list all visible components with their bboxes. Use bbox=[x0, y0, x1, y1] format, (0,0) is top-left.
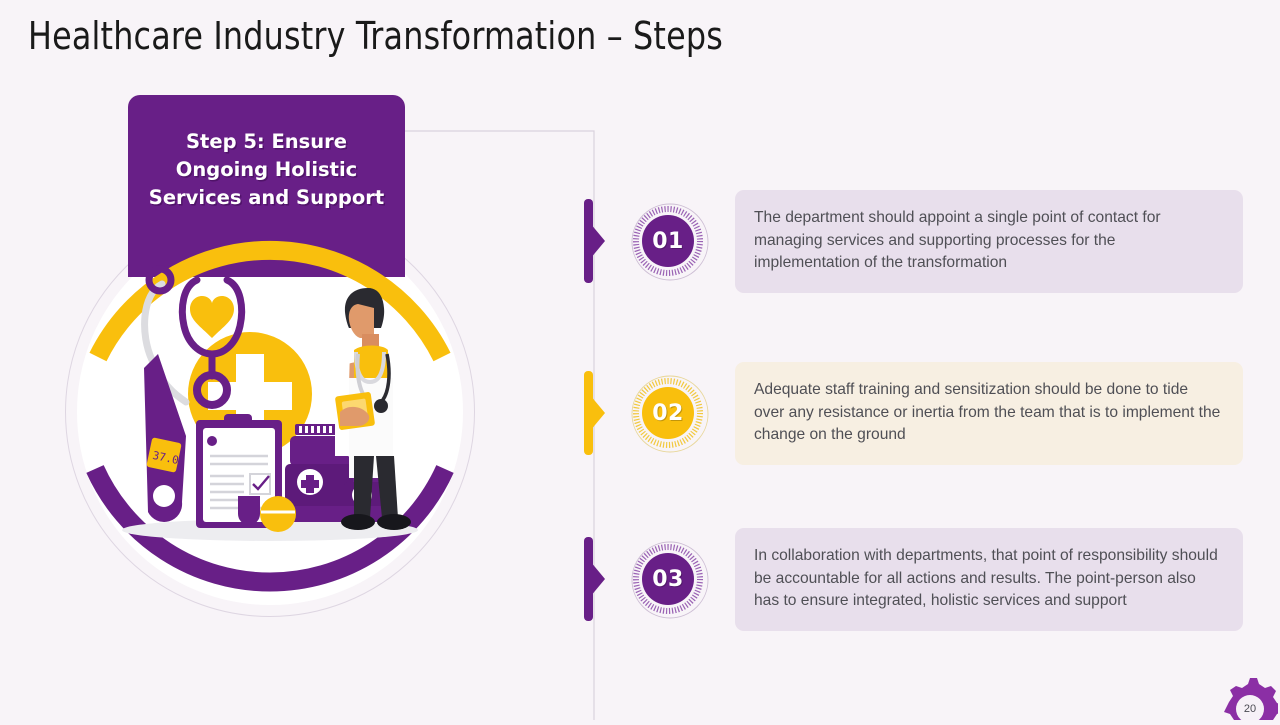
thermometer-icon: 37.0 bbox=[144, 354, 186, 522]
illustration-panel: Step 5: Ensure Ongoing Holistic Services… bbox=[60, 90, 480, 670]
step-marker-02 bbox=[583, 369, 605, 457]
heart-icon bbox=[190, 296, 234, 338]
step-text-card: The department should appoint a single p… bbox=[735, 190, 1243, 293]
step-marker-03 bbox=[583, 535, 605, 623]
healthcare-illustration: 37.0 bbox=[122, 265, 418, 541]
step-badge-01[interactable]: 01 bbox=[627, 200, 709, 282]
step-text-card: Adequate staff training and sensitizatio… bbox=[735, 362, 1243, 465]
step-header-label: Step 5: Ensure Ongoing Holistic Services… bbox=[148, 130, 385, 209]
step-row-02[interactable]: 02 Adequate staff training and sensitiza… bbox=[583, 362, 1243, 465]
gear-icon bbox=[1224, 678, 1280, 725]
step-badge-02[interactable]: 02 bbox=[627, 372, 709, 454]
step-marker-01 bbox=[583, 197, 605, 285]
step-badge-number: 03 bbox=[652, 566, 684, 592]
step-badge-number: 01 bbox=[652, 228, 684, 254]
step-badge-number: 02 bbox=[652, 400, 684, 426]
page-title: Healthcare Industry Transformation – Ste… bbox=[28, 14, 723, 58]
step-row-01[interactable]: 01 The department should appoint a singl… bbox=[583, 190, 1243, 293]
step-badge-03[interactable]: 03 bbox=[627, 538, 709, 620]
svg-text:37.0: 37.0 bbox=[151, 449, 180, 467]
steps-list: 01 The department should appoint a singl… bbox=[583, 0, 1280, 720]
page-number-badge: 20 bbox=[1220, 674, 1280, 725]
page-number-text: 20 bbox=[1244, 703, 1256, 715]
step-text-card: In collaboration with departments, that … bbox=[735, 528, 1243, 631]
step-row-03[interactable]: 03 In collaboration with departments, th… bbox=[583, 528, 1243, 631]
medical-cross-icon bbox=[208, 354, 292, 438]
